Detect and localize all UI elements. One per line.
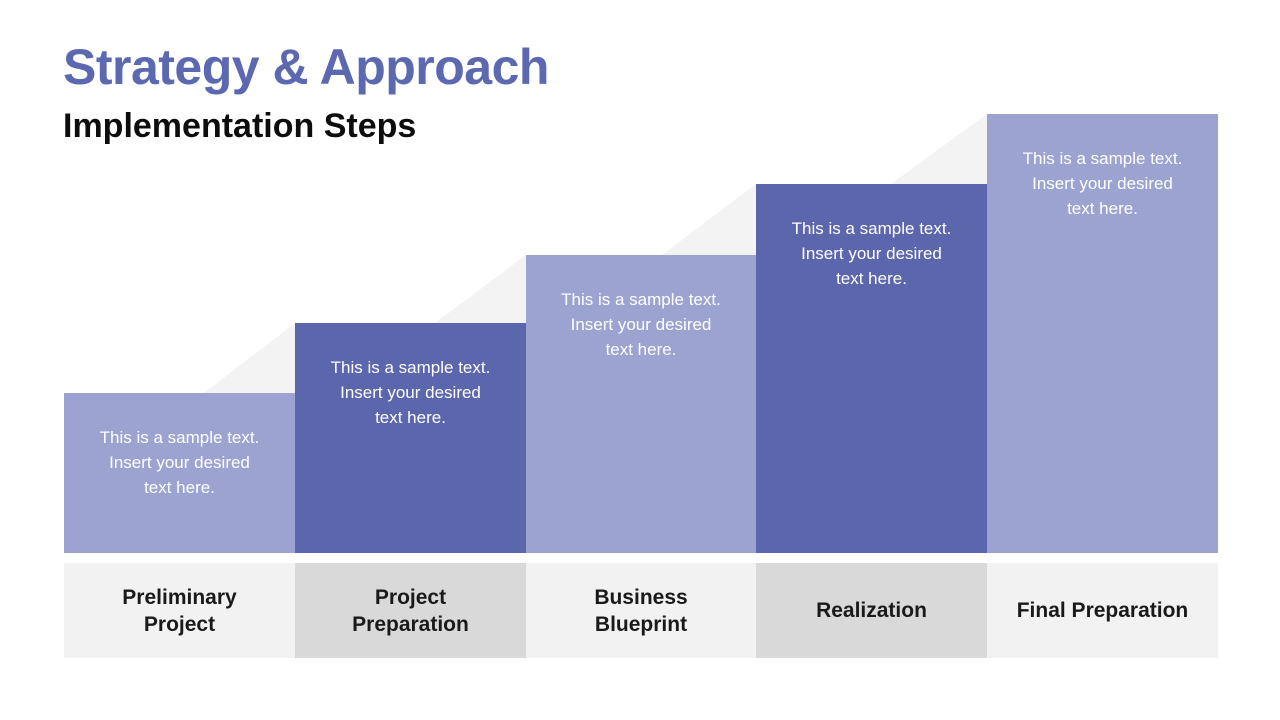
- step-label-final-preparation: Final Preparation: [987, 563, 1218, 658]
- sample-text-line: Insert your desired: [801, 244, 942, 263]
- step-label-line: Project: [374, 585, 447, 609]
- sample-text-line: This is a sample text.: [561, 290, 721, 309]
- step-bar-realization: This is a sample text. Insert your desir…: [756, 184, 987, 553]
- step-label-line: Preliminary: [122, 585, 237, 609]
- sample-text-line: text here.: [144, 478, 215, 497]
- sample-text-line: Insert your desired: [1032, 174, 1173, 193]
- step-bar-business-blueprint: This is a sample text. Insert your desir…: [526, 255, 756, 553]
- step-bar-project-preparation: This is a sample text. Insert your desir…: [295, 323, 526, 553]
- step-bar-sample-text: This is a sample text. Insert your desir…: [1008, 146, 1198, 221]
- sample-text-line: text here.: [1067, 199, 1138, 218]
- ramp-triangle-2: [435, 255, 526, 323]
- sample-text-line: This is a sample text.: [791, 219, 952, 238]
- step-label-preliminary-project: Preliminary Project: [64, 563, 295, 658]
- step-bar-sample-text: This is a sample text. Insert your desir…: [777, 216, 967, 291]
- step-label-line: Project: [143, 612, 216, 636]
- step-label-business-blueprint: Business Blueprint: [526, 563, 756, 658]
- staircase-diagram: This is a sample text. Insert your desir…: [64, 0, 1218, 660]
- ramp-background-triangles: [204, 114, 987, 393]
- step-label-line: Blueprint: [594, 612, 688, 636]
- step-bar-sample-text: This is a sample text. Insert your desir…: [546, 287, 736, 362]
- page-title: Strategy & Approach: [63, 39, 549, 95]
- step-label-realization: Realization: [756, 563, 987, 658]
- step-label-project-preparation: Project Preparation: [295, 563, 526, 658]
- step-label-line: Preparation: [352, 612, 469, 636]
- sample-text-line: Insert your desired: [109, 453, 250, 472]
- step-bar-preliminary-project: This is a sample text. Insert your desir…: [64, 393, 295, 553]
- step-label-line: Business: [594, 585, 688, 609]
- sample-text-line: This is a sample text.: [99, 428, 260, 447]
- step-bar-sample-text: This is a sample text. Insert your desir…: [316, 355, 506, 430]
- step-bar-sample-text: This is a sample text. Insert your desir…: [85, 425, 275, 500]
- sample-text-line: Insert your desired: [570, 315, 712, 334]
- sample-text-line: text here.: [375, 408, 446, 427]
- step-bar-final-preparation: This is a sample text. Insert your desir…: [987, 114, 1218, 553]
- sample-text-line: text here.: [605, 340, 677, 359]
- sample-text-line: text here.: [836, 269, 907, 288]
- sample-text-line: This is a sample text.: [330, 358, 491, 377]
- sample-text-line: This is a sample text.: [1022, 149, 1183, 168]
- step-label-line: Final Preparation: [1016, 599, 1189, 622]
- step-label-line: Realization: [816, 599, 927, 622]
- sample-text-line: Insert your desired: [340, 383, 481, 402]
- ramp-triangle-1: [204, 323, 295, 393]
- ramp-triangle-4: [891, 114, 987, 184]
- page-subtitle: Implementation Steps: [63, 107, 417, 145]
- ramp-triangle-3: [662, 184, 756, 255]
